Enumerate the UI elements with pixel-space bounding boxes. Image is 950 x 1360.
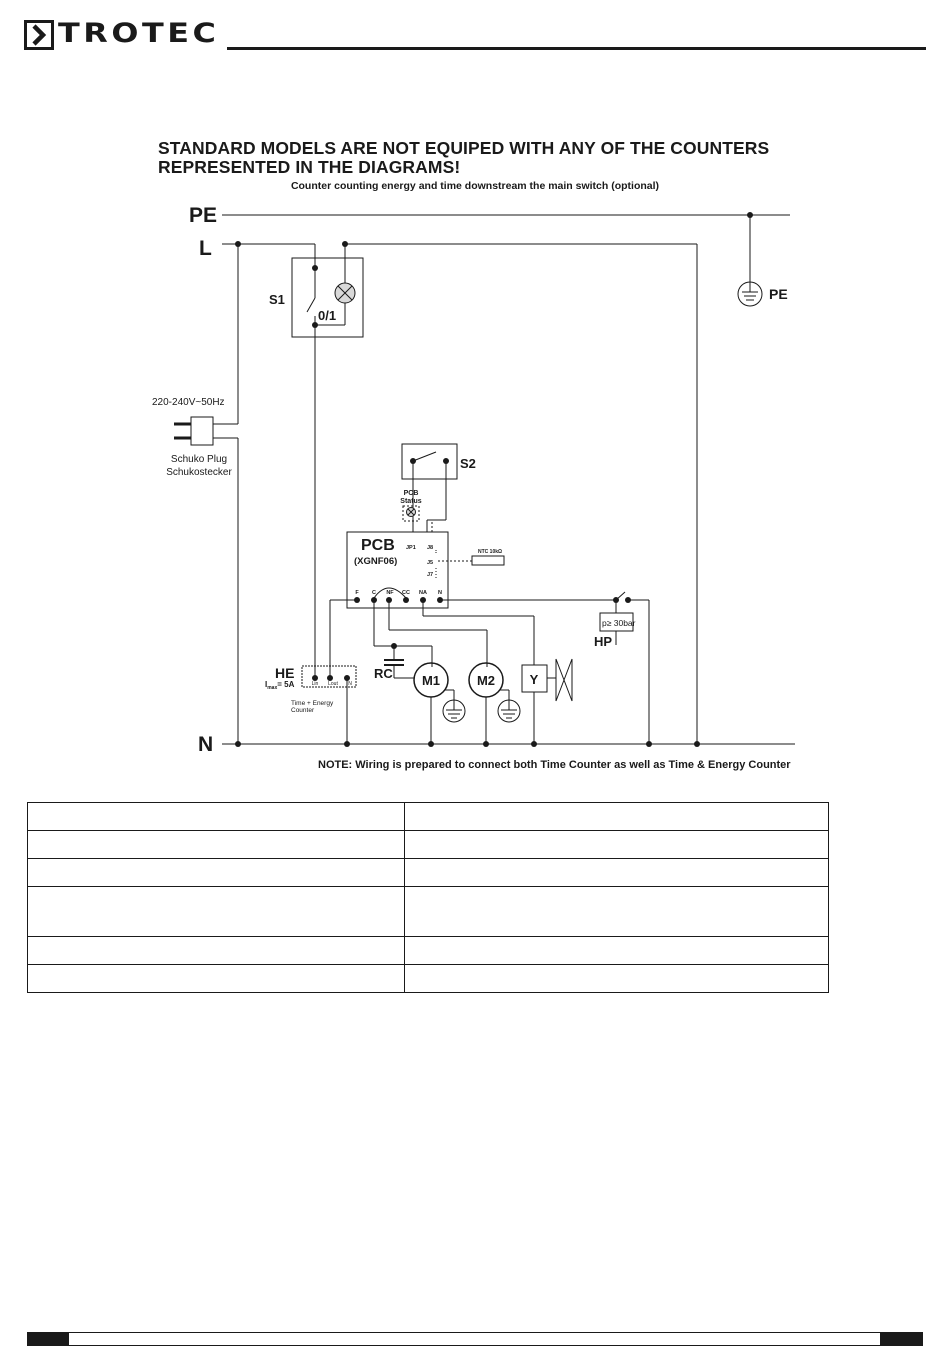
y-label: Y — [530, 672, 539, 687]
ntc-label: NTC 10kΩ — [478, 549, 502, 555]
s2-box — [401, 443, 458, 480]
wiring-diagram: PE L N PE S1 0/1 220-240V~50Hz Schuko Pl… — [152, 204, 795, 756]
warning-line-1: STANDARD MODELS ARE NOT EQUIPED WITH ANY… — [158, 138, 770, 158]
he-current-base: I — [265, 680, 267, 689]
table-cell — [404, 964, 829, 993]
table-row — [27, 830, 829, 859]
s1-box — [291, 257, 364, 338]
trotec-logo-icon — [24, 20, 54, 50]
table-cell — [404, 886, 829, 937]
he-lin-label: Lin — [312, 681, 319, 687]
pcb-box — [346, 531, 449, 609]
diagram-note: NOTE: Wiring is prepared to connect both… — [318, 759, 791, 771]
diagram-subtitle: Counter counting energy and time downstr… — [290, 180, 660, 192]
term-cc-label: CC — [402, 590, 410, 596]
pcb-label: PCB — [361, 537, 395, 554]
jp1-label: JP1 — [406, 545, 416, 551]
schuko-plug-icon — [190, 416, 214, 446]
table-cell — [27, 858, 405, 887]
s2-label: S2 — [460, 456, 476, 471]
he-current-val: = 5A — [277, 680, 294, 689]
table-row — [27, 964, 829, 993]
table-cell — [404, 802, 829, 831]
he-n-label: N — [348, 681, 352, 687]
valve-icon — [555, 658, 573, 702]
footer-right-block — [880, 1332, 923, 1346]
hp-pressure-label: p≥ 30bar — [602, 618, 636, 628]
table-row — [27, 936, 829, 965]
ntc-sensor-icon — [471, 555, 505, 566]
table-row — [27, 858, 829, 887]
m2-label: M2 — [477, 673, 495, 688]
footer-bar — [27, 1332, 923, 1346]
table-cell — [404, 936, 829, 965]
j5-label: J5 — [427, 560, 433, 566]
warning-title: STANDARD MODELS ARE NOT EQUIPED WITH ANY… — [158, 139, 769, 177]
rail-l-label: L — [199, 237, 212, 260]
table-cell — [404, 830, 829, 859]
s1-switch-label: 0/1 — [318, 308, 336, 323]
term-nf-label: NF — [386, 590, 394, 596]
rc-label: RC — [374, 666, 393, 681]
table-cell — [27, 964, 405, 993]
rail-n-label: N — [198, 733, 213, 756]
j7-label: J7 — [427, 572, 433, 578]
hp-label: HP — [594, 634, 612, 649]
table-cell — [27, 802, 405, 831]
warning-line-2: REPRESENTED IN THE DIAGRAMS! — [158, 157, 461, 177]
pcb-status-label-2: Status — [400, 498, 422, 505]
j8-label: J8 — [427, 545, 433, 551]
term-c-label: C — [372, 590, 376, 596]
table-row — [27, 886, 829, 937]
s1-label: S1 — [269, 292, 285, 307]
he-current-label: Imax= 5A — [265, 680, 295, 691]
plug-label-2: Schukostecker — [166, 467, 232, 478]
term-na-label: NA — [419, 590, 427, 596]
term-n-label: N — [438, 590, 442, 596]
rail-pe-label: PE — [189, 204, 217, 227]
pe-ground-icon — [737, 281, 763, 307]
header-rule — [227, 47, 926, 50]
pcb-status-label-1: PCB — [404, 490, 419, 497]
counter-label-2: Counter — [291, 707, 315, 714]
he-current-sub: max — [267, 685, 277, 691]
pcb-model-label: (XGNF06) — [354, 556, 397, 567]
page-header: TROTEC — [0, 0, 950, 60]
legend-table — [27, 802, 829, 993]
brand-name: TROTEC — [58, 18, 220, 49]
ground-pe-label: PE — [769, 286, 788, 302]
term-f-label: F — [355, 590, 359, 596]
table-cell — [404, 858, 829, 887]
plug-label-1: Schuko Plug — [171, 454, 227, 465]
table-cell — [27, 936, 405, 965]
footer-left-block — [27, 1332, 69, 1346]
m1-label: M1 — [422, 673, 440, 688]
table-cell — [27, 886, 405, 937]
table-cell — [27, 830, 405, 859]
he-label: HE — [275, 665, 294, 681]
he-lout-label: Lout — [328, 681, 338, 687]
supply-label: 220-240V~50Hz — [152, 397, 225, 408]
table-row — [27, 802, 829, 831]
counter-label-1: Time + Energy — [291, 700, 334, 707]
time-energy-counter-box — [301, 665, 357, 688]
